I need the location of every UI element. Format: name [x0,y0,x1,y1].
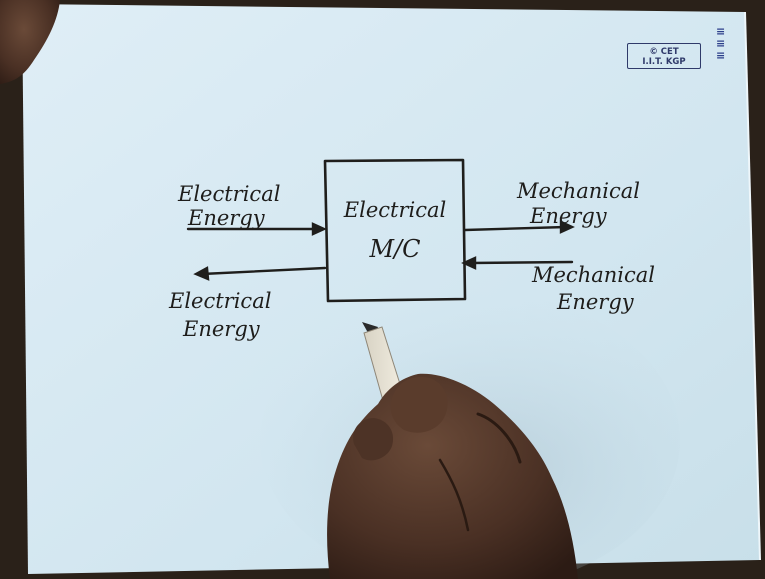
input-electrical-label-2: Energy [188,207,265,229]
block-label-line2: M/C [340,238,450,260]
stamp-line-1: © CET [628,47,700,57]
corner-marks: ≡≡≡ [716,26,725,62]
output-electrical-label-1: Electrical [169,290,271,312]
cet-logo-stamp: © CET I.I.T. KGP [627,43,701,69]
input-mechanical-label-1: Mechanical [532,264,655,286]
output-electrical-label-2: Energy [183,318,260,340]
block-label-line1: Electrical [340,199,450,221]
input-electrical-label-1: Electrical [178,183,280,205]
output-mechanical-label-2: Energy [530,205,607,227]
input-mechanical-label-2: Energy [557,291,634,313]
output-mechanical-label-1: Mechanical [517,180,640,202]
stamp-line-2: I.I.T. KGP [628,57,700,67]
